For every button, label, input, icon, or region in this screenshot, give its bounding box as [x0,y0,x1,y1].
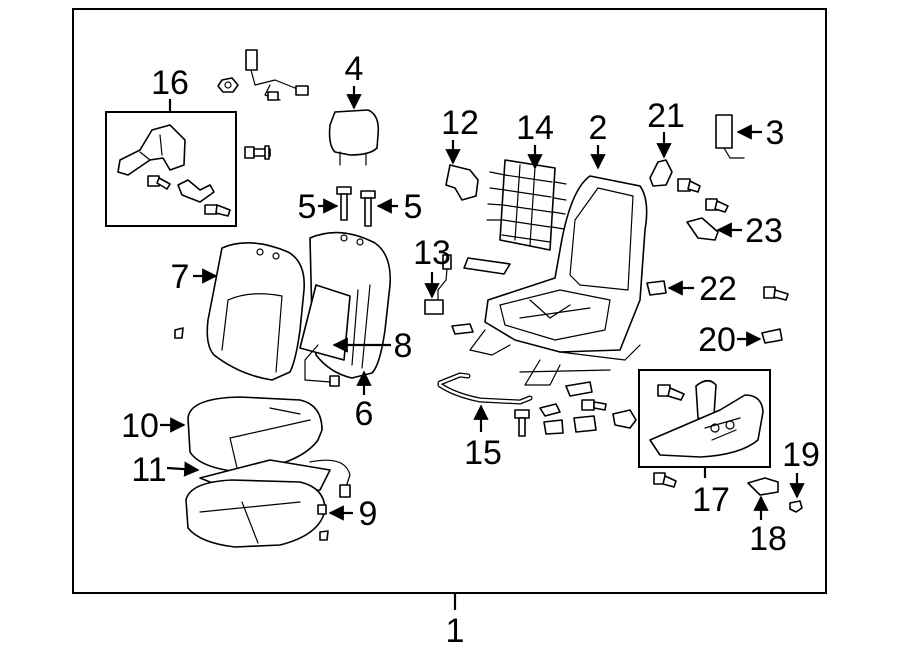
headrest-part [328,109,380,166]
bolt-part [581,399,607,411]
cap-part [789,500,803,513]
callout-17: 17 [692,481,730,519]
callout-16: 16 [151,64,189,102]
cap-part [761,328,783,344]
bolt-part [653,472,677,488]
side-cover-part [649,394,764,458]
pad-part [463,257,511,275]
bolt-part [514,409,530,437]
switch-part [715,114,745,159]
callout-10: 10 [121,407,159,445]
seat-cushion-cover-part [187,396,323,473]
cover-part [747,477,779,496]
bolt-part [763,286,789,301]
spring-mat-part [486,159,567,251]
callout-4: 4 [345,50,364,88]
bracket-part [649,159,673,187]
callout-12: 12 [441,104,479,142]
headrest-guide-part [360,190,376,227]
callout-18: 18 [749,520,787,558]
clip-part [174,327,184,339]
nut-part [217,77,239,93]
seat-frame-part [469,175,648,386]
callout-5a: 5 [298,188,317,226]
bracket-part [565,381,597,433]
clip-part [612,409,637,429]
callout-13: 13 [413,234,451,272]
shield-bracket-part [117,124,186,176]
callout-15: 15 [464,434,502,472]
callout-20: 20 [698,321,736,359]
bolt-part [204,204,231,217]
callout-8: 8 [394,327,413,365]
callout-9: 9 [359,495,378,533]
sensor-part [424,254,452,315]
harness-part [245,49,309,101]
clip-part [319,530,329,541]
seat-cushion-pad-part [185,479,327,548]
bolt-part [677,178,701,193]
clip-part [177,179,215,203]
bolt-part [244,145,271,160]
wire-rod-part [437,372,533,405]
callout-11-arrow [166,461,200,477]
callout-2: 2 [589,109,608,147]
pad-part [451,323,474,335]
callout-22: 22 [699,270,737,308]
callout-5b: 5 [404,188,423,226]
callout-14: 14 [516,109,554,147]
headrest-guide-part [336,186,352,221]
bolt-part [657,384,685,401]
callout-11: 11 [131,451,166,489]
callout-23: 23 [745,212,783,250]
clip-part [646,280,667,296]
callout-21: 21 [647,97,685,135]
bolt-part [147,175,171,190]
callout-6: 6 [355,395,374,433]
callout-1: 1 [446,612,465,650]
callout-3: 3 [766,114,785,152]
bolt-part [705,198,729,213]
bracket-part [539,403,564,435]
seat-back-cover-part [206,242,305,381]
callout-7: 7 [171,258,190,296]
bracket-part [445,164,479,201]
callout-19: 19 [782,436,820,474]
